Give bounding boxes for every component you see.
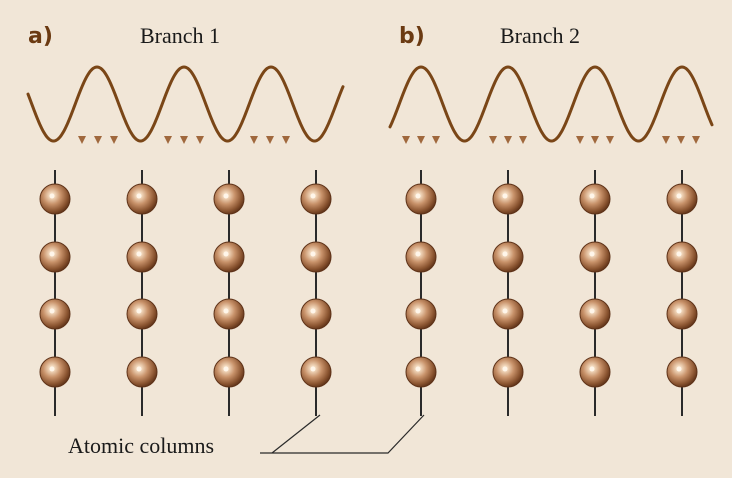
atom-icon xyxy=(405,241,437,273)
force-arrow-icon xyxy=(402,78,410,144)
atom-icon xyxy=(492,183,524,215)
force-arrow-icon xyxy=(110,96,118,144)
force-arrow-icon xyxy=(591,78,599,144)
atom-icon xyxy=(300,241,332,273)
atom-icon xyxy=(213,183,245,215)
branch-1-title: Branch 1 xyxy=(140,23,220,48)
force-arrow-icon xyxy=(662,78,670,144)
force-arrow-icon xyxy=(677,78,685,144)
atomic-column xyxy=(666,170,698,416)
atom-icon xyxy=(126,183,158,215)
force-arrow-icon xyxy=(432,78,440,144)
atom-icon xyxy=(579,183,611,215)
atomic-column xyxy=(300,170,332,416)
panel-b-label: b) xyxy=(399,24,425,49)
atom-icon xyxy=(405,356,437,388)
atom-icon xyxy=(39,183,71,215)
force-arrow-icon xyxy=(692,78,700,144)
force-arrow-icon xyxy=(282,96,290,144)
atomic-columns-group xyxy=(39,170,698,416)
branch-2-title: Branch 2 xyxy=(500,23,580,48)
atom-icon xyxy=(300,183,332,215)
atom-icon xyxy=(39,298,71,330)
atom-icon xyxy=(213,356,245,388)
atom-icon xyxy=(39,241,71,273)
atom-icon xyxy=(492,356,524,388)
atom-icon xyxy=(666,356,698,388)
force-arrow-icon xyxy=(78,96,86,144)
caption-leader-a xyxy=(271,414,321,454)
atom-icon xyxy=(213,298,245,330)
wave-icon xyxy=(26,65,345,143)
force-arrow-icon xyxy=(519,78,527,144)
atom-icon xyxy=(213,241,245,273)
atom-icon xyxy=(126,298,158,330)
force-arrows xyxy=(78,78,700,144)
atom-icon xyxy=(579,298,611,330)
wave-icon xyxy=(388,65,714,143)
atom-icon xyxy=(126,356,158,388)
force-arrow-icon xyxy=(606,78,614,144)
force-arrow-icon xyxy=(266,96,274,144)
caption-leader-b xyxy=(260,414,425,454)
force-arrow-icon xyxy=(489,78,497,144)
atom-icon xyxy=(405,298,437,330)
panel-a-label: a) xyxy=(28,24,53,49)
force-arrow-icon xyxy=(576,78,584,144)
atom-icon xyxy=(579,356,611,388)
atomic-column xyxy=(579,170,611,416)
force-arrow-icon xyxy=(94,96,102,144)
force-arrow-icon xyxy=(180,96,188,144)
force-arrow-icon xyxy=(504,78,512,144)
atomic-column xyxy=(213,170,245,416)
atom-icon xyxy=(492,241,524,273)
atom-icon xyxy=(300,298,332,330)
atom-icon xyxy=(492,298,524,330)
atom-icon xyxy=(666,298,698,330)
force-arrow-icon xyxy=(196,96,204,144)
force-arrow-icon xyxy=(417,78,425,144)
atomic-column xyxy=(126,170,158,416)
atom-icon xyxy=(579,241,611,273)
atom-icon xyxy=(666,241,698,273)
atomic-columns-caption: Atomic columns xyxy=(68,433,214,458)
atom-icon xyxy=(126,241,158,273)
force-arrow-icon xyxy=(164,96,172,144)
atom-icon xyxy=(405,183,437,215)
force-arrow-icon xyxy=(250,96,258,144)
atom-icon xyxy=(300,356,332,388)
atom-icon xyxy=(666,183,698,215)
atomic-column xyxy=(492,170,524,416)
atom-icon xyxy=(39,356,71,388)
atomic-column xyxy=(405,170,437,416)
atomic-column xyxy=(39,170,71,416)
